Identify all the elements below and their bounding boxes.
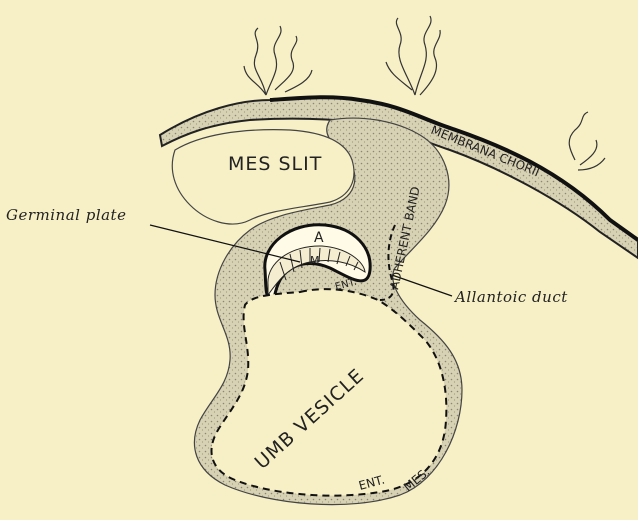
allantoic-duct-label: Allantoic duct — [453, 288, 568, 306]
germinal-plate-label: Germinal plate — [6, 206, 126, 224]
layer-a-label: A — [314, 230, 324, 246]
layer-m-label: M — [310, 254, 320, 267]
mes-slit-label: MES SLIT — [228, 153, 322, 175]
